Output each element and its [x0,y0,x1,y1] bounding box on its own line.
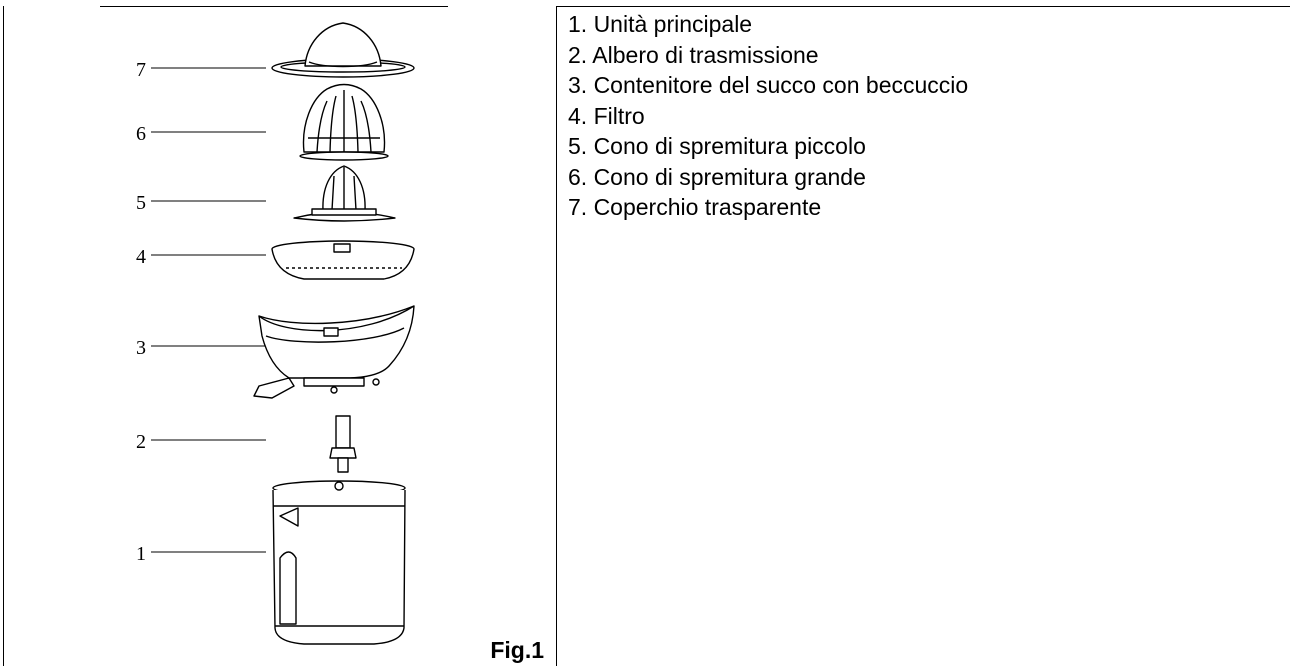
parts-list-item: 1. Unità principale [568,11,753,37]
callout-4: 4 [136,246,146,268]
callout-3: 3 [136,337,146,359]
parts-list-item: 3. Contenitore del succo con beccuccio [568,72,969,98]
large-cone-drawing [299,83,389,161]
transparent-lid-drawing [271,22,415,78]
parts-list-item: 6. Cono di spremitura grande [568,163,866,190]
juice-container-drawing [253,305,415,399]
callout-6: 6 [136,123,146,145]
parts-list-item: 7. Coperchio trasparente [568,194,822,220]
exploded-view-drawing: 7 6 5 4 3 2 1 [136,22,415,645]
figure-cell: 7 6 5 4 3 2 1 [3,6,556,666]
callout-5: 5 [136,192,146,214]
figure-caption: Fig.1 [490,637,544,663]
callout-7: 7 [136,59,146,81]
parts-list-cell: 1. Unità principale 2. Albero di trasmis… [556,6,1290,666]
main-unit-drawing [272,480,406,645]
table-top-border-left [100,6,448,7]
parts-list: 1. Unità principale 2. Albero di trasmis… [568,9,968,223]
callout-1: 1 [136,543,146,565]
small-cone-drawing [293,165,396,222]
callout-2: 2 [136,431,146,453]
drive-shaft-drawing [329,415,357,473]
table-top-border-right [556,6,1290,7]
filter-drawing [271,240,415,280]
parts-list-item: 5. Cono di spremitura piccolo [568,133,866,159]
parts-list-item: 2. Albero di trasmissione [568,41,819,68]
parts-list-item: 4. Filtro [568,102,645,129]
